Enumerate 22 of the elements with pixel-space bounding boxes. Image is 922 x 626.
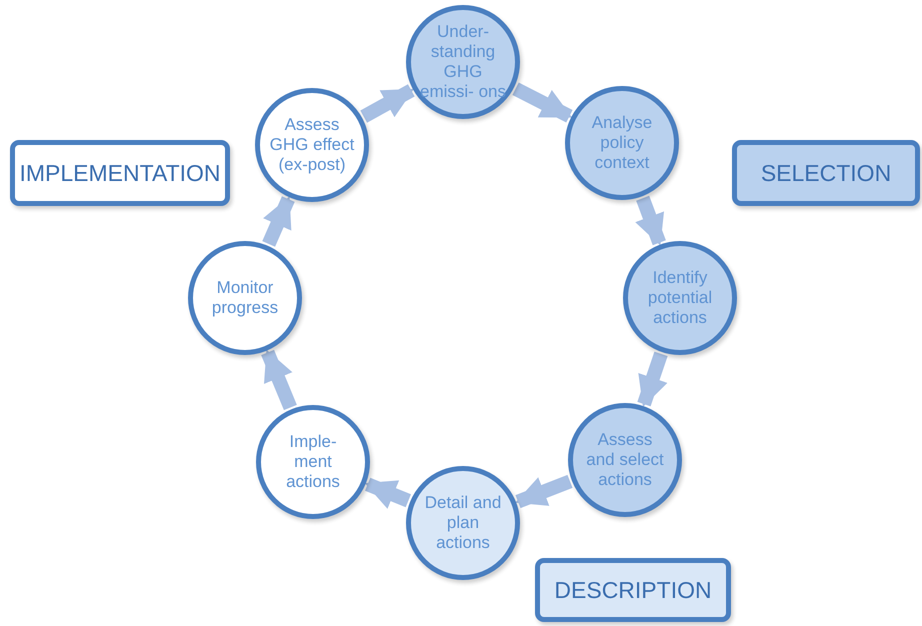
phase-label: DESCRIPTION (554, 576, 712, 604)
phase-label: SELECTION (760, 160, 892, 186)
block-arrow (635, 196, 666, 246)
block-arrow (360, 84, 415, 123)
block-arrow (262, 196, 295, 247)
block-arrow (515, 474, 573, 508)
phase-box (535, 558, 731, 622)
phase-box (732, 140, 920, 206)
step-label: Detail and plan actions (424, 493, 502, 553)
step-label: Analyse policy context (590, 113, 654, 173)
step-label: Assess and select actions (585, 430, 665, 490)
step-label: Under- standing GHG emissi- ons (420, 22, 506, 102)
step-label: Identify potential actions (646, 268, 714, 328)
phase-box (10, 140, 230, 206)
step-label: Monitor progress (210, 278, 280, 318)
block-arrow (512, 82, 573, 122)
phase-label: IMPLEMENTATION (19, 160, 221, 186)
block-arrow (364, 478, 411, 509)
block-arrow (637, 352, 668, 408)
step-label: Assess GHG effect (ex-post) (269, 115, 355, 175)
block-arrow (261, 350, 297, 410)
step-label: Imple- ment actions (285, 432, 341, 492)
